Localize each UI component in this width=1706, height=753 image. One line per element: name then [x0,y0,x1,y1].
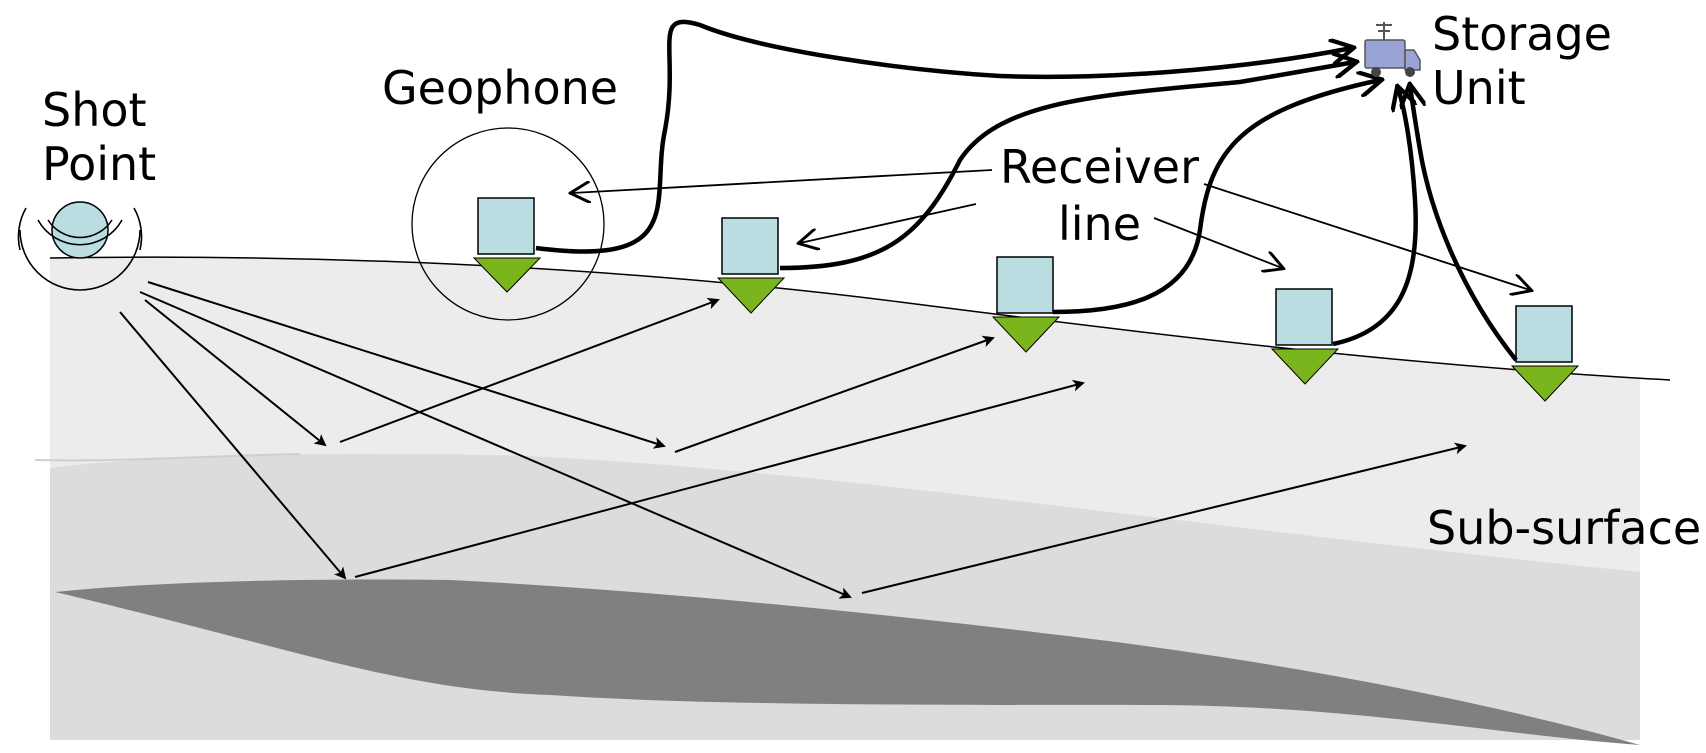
geophone-spike [472,257,542,293]
ray-down-3 [119,311,347,580]
shot-point-label-line2: Point [42,137,156,191]
ray-down-4 [139,291,852,599]
pointer-to-geophone-2 [800,203,977,243]
storage-unit-label-line2: Unit [1432,61,1526,115]
layer-boundary [34,453,301,462]
cable-3 [1052,80,1380,315]
wave-arc-right-outer [133,207,143,251]
geophone-box [721,217,779,275]
shot-point-label-line1: Shot [42,83,147,137]
geophone-3 [991,256,1061,353]
truck-body [1364,39,1406,69]
truck-cab [1404,49,1421,71]
shot-ball [51,201,109,259]
truck-icon [1364,22,1421,77]
geophone-label: Geophone [382,61,618,115]
geophone-spike [716,277,786,314]
data-cables [535,19,1518,362]
geophone-box [1515,305,1573,363]
truck-wheel [1371,67,1381,77]
surface-line [49,256,1671,381]
shot-point [17,201,143,291]
wave-arc-inner [47,219,113,239]
cable-4 [1332,88,1418,347]
receiver-line-pointers [572,169,1530,290]
ray-up-1 [339,297,720,443]
geophones [472,197,1580,402]
geophone-2 [716,217,786,314]
pointer-to-geophone-4 [1153,217,1282,268]
receiver-line-label-line2: line [1058,197,1141,251]
ray-up-2 [674,335,995,453]
wave-arc-middle [37,219,123,246]
wave-arc-left-outer [17,207,27,251]
geophone-box [1275,288,1333,346]
geophone-spike [991,316,1061,353]
pointer-to-geophone-1 [572,169,993,193]
cable-1 [535,19,1352,254]
geophone-spike [1270,348,1340,385]
geophone-5 [1510,305,1580,402]
receiver-line-label-line1: Receiver [1000,140,1199,194]
ray-up-3 [354,379,1085,578]
ray-up-4 [861,442,1467,594]
ray-down-2 [147,281,666,449]
geophone-4 [1270,288,1340,385]
geophone-spike [1510,365,1580,402]
subsurface-layers [34,256,1671,745]
storage-unit-label-line1: Storage [1432,7,1612,61]
geophone-1 [472,197,542,293]
cable-2 [779,62,1355,271]
wave-arc-outer [19,229,141,291]
layer-bottom [55,579,1640,745]
seismic-rays [119,281,1467,599]
geophone-box [996,256,1054,314]
geophone-highlight-circle [411,127,605,321]
cable-5 [1410,86,1518,362]
truck-wheel [1405,67,1415,77]
sub-surface-label: Sub-surface [1427,501,1701,555]
geophone-box [477,197,535,255]
ray-down-1 [144,299,327,447]
pointer-to-geophone-5 [1203,183,1530,290]
